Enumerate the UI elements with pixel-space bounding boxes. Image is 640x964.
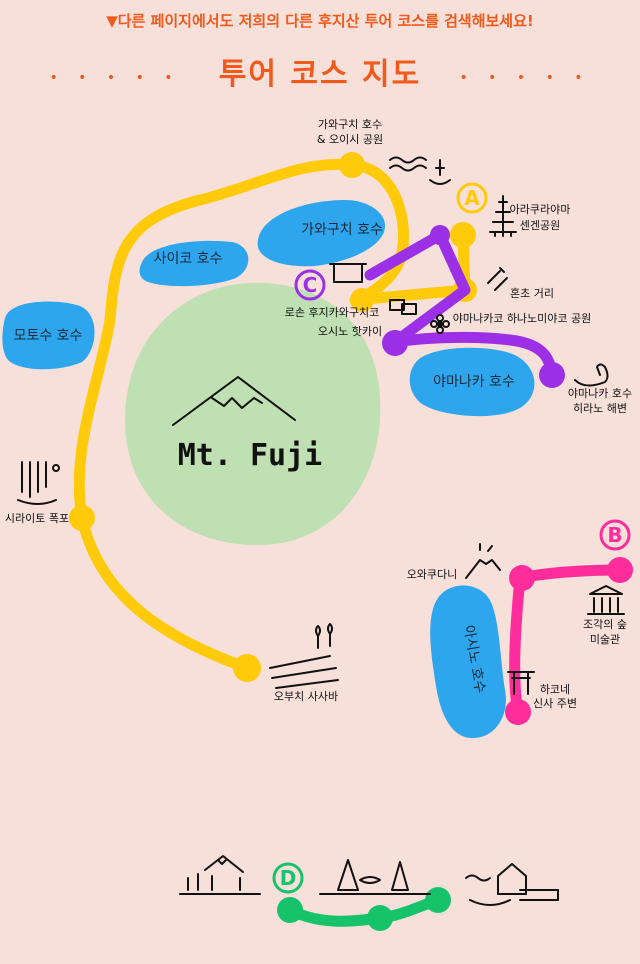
route-pink-stop-sculpture[interactable] [607, 557, 633, 583]
route-letter-a: A [464, 186, 480, 210]
lake-yamanaka [409, 347, 535, 417]
route-yellow-stop-obuchi[interactable] [233, 654, 261, 682]
mt-fuji-label: Mt. Fuji [178, 438, 323, 473]
place-arakurayama-line2: 센겐공원 [520, 219, 560, 232]
flower-icon [430, 314, 450, 334]
place-arakurayama-line1: 아라쿠라야마 [510, 203, 571, 216]
place-sculpture-line1: 조각의 숲 [583, 618, 627, 631]
lake-sai-label: 사이코 호수 [154, 251, 223, 267]
route-letter-d: D [280, 866, 297, 890]
lake-ashi [430, 585, 506, 739]
route-badge-a[interactable]: A [456, 182, 488, 214]
route-badge-d[interactable]: D [272, 862, 304, 894]
place-shiraito: 시라이토 폭포 [5, 512, 69, 525]
route-pink-stop-hakone-shrine[interactable] [505, 699, 531, 725]
route-yellow-stop-arakurayama[interactable] [450, 222, 476, 248]
lake-sai [139, 240, 249, 287]
place-kawaguchi-line1: 가와구치 호수 [318, 118, 382, 131]
route-purple-stop-arakurayama[interactable] [430, 225, 450, 245]
place-sculpture-line2: 미술관 [590, 633, 620, 646]
heading-dots-right: • • • • • [459, 70, 590, 86]
route-letter-b: B [607, 523, 622, 547]
mountain-village-icon [179, 855, 261, 895]
place-owakudani: 오와쿠다니 [407, 568, 458, 581]
farm-field-icon [269, 623, 339, 689]
route-badge-b[interactable]: B [599, 519, 631, 551]
lake-kawaguchi-label: 가와구치 호수 [301, 222, 383, 238]
route-yellow-line [73, 158, 471, 674]
place-hakone-line1: 하코네 [540, 682, 570, 696]
route-badge-c[interactable]: C [294, 269, 326, 301]
torii-gate-icon [507, 671, 535, 695]
route-yellow-stop-shiraito[interactable] [69, 505, 95, 531]
route-yellow-stop-kawaguchi[interactable] [339, 152, 365, 178]
route-purple-stop-hirano[interactable] [539, 362, 565, 388]
route-green-line [284, 894, 444, 927]
place-lawson: 로손 후지카와구치코 [285, 306, 380, 319]
route-yellow-stop-lawson[interactable] [350, 288, 374, 312]
place-oshino: 오시노 핫카이 [318, 325, 382, 338]
mountain-icon [172, 376, 296, 426]
hot-spring-icon [389, 156, 451, 185]
route-green-stop-2[interactable] [367, 905, 393, 931]
place-kawaguchi-line2: & 오이시 공원 [317, 133, 383, 146]
place-hakone-line2: 신사 주변 [533, 697, 577, 710]
onsen-house-icon [465, 863, 559, 906]
place-hirano-line2: 히라노 해변 [573, 401, 627, 415]
banner-text[interactable]: ▼다른 페이지에서도 저희의 다른 후지산 투어 코스를 검색해보세요! [106, 12, 534, 30]
route-green-stop-3[interactable] [425, 887, 451, 913]
lake-kawaguchi [257, 200, 386, 267]
route-green-stop-1[interactable] [277, 897, 303, 923]
place-honcho: 혼초 거리 [510, 287, 554, 300]
route-letter-c: C [303, 273, 318, 297]
volcano-icon [465, 543, 501, 579]
place-hananomiyako: 야마나카코 하나노미야코 공원 [453, 311, 592, 325]
waterfall-icon [17, 461, 60, 505]
place-obuchi: 오부치 사사바 [274, 690, 338, 703]
route-purple-stop-oshino[interactable] [382, 330, 408, 356]
route-pink-stop-owakudani[interactable] [509, 565, 535, 591]
heading-dots-left: • • • • • [49, 70, 180, 86]
lake-motosu-label: 모토수 호수 [14, 328, 83, 344]
shop-icon [329, 263, 508, 315]
lake-motosu [2, 301, 95, 370]
place-hirano-line1: 야마나카 호수 [568, 387, 632, 400]
lake-yamanaka-label: 야마나카 호수 [433, 374, 515, 390]
museum-icon [587, 585, 625, 615]
pagoda-icon [489, 195, 517, 237]
swan-boat-icon [574, 363, 609, 387]
page-title: 투어 코스 지도 [219, 57, 422, 92]
mt-fuji-area [125, 282, 381, 546]
forest-icon [319, 859, 431, 895]
